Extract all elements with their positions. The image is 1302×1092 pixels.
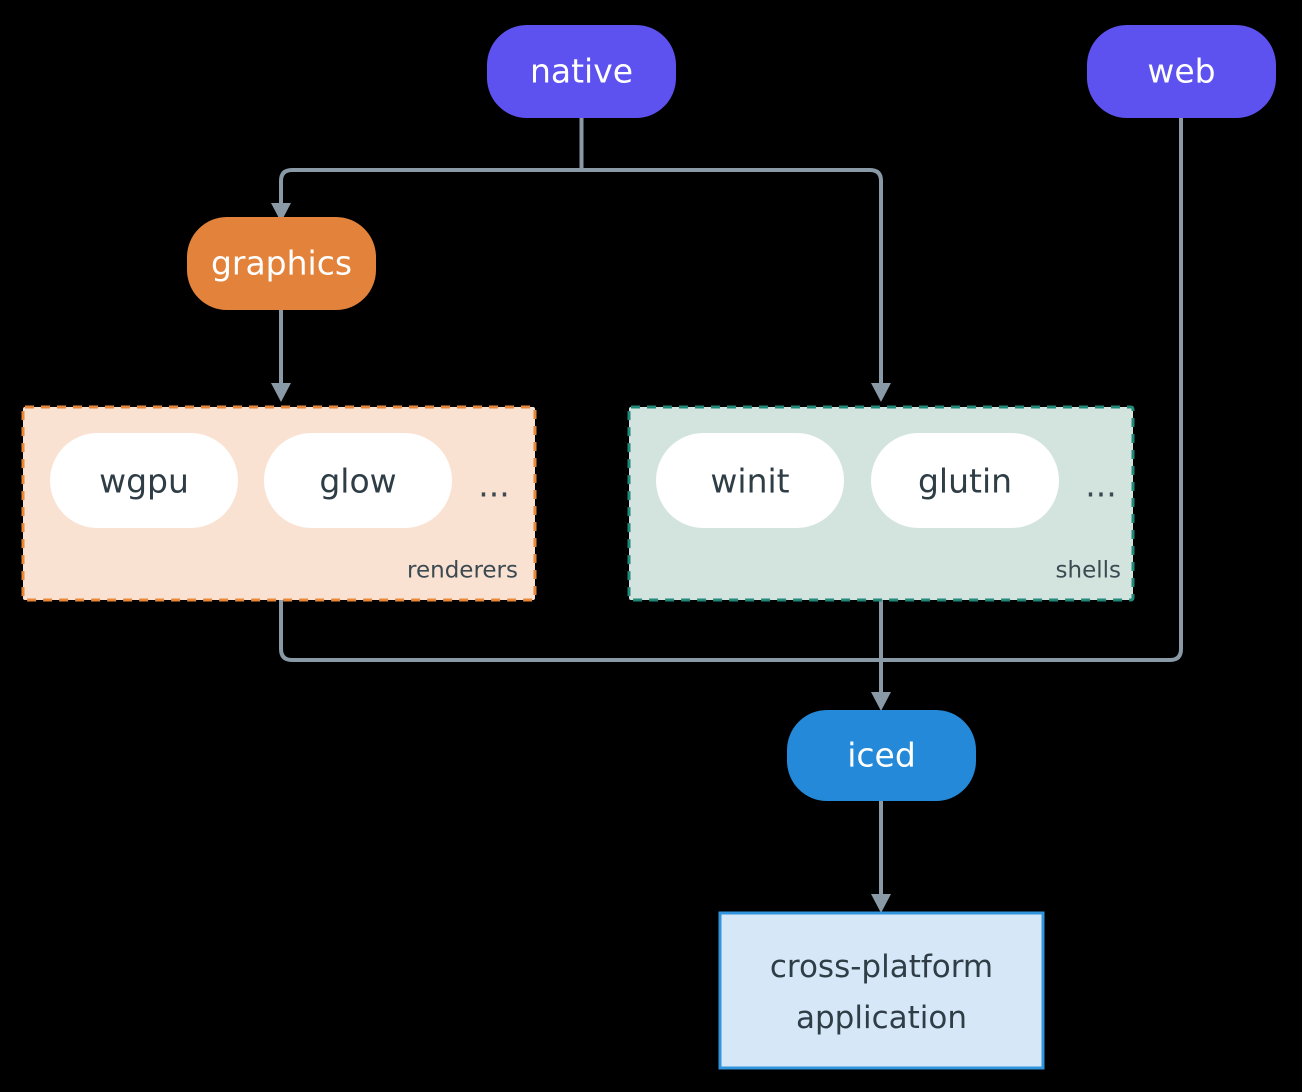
node-web-shape [1087,25,1276,118]
node-web[interactable]: web [1087,25,1276,118]
edge-layer [271,118,1183,913]
node-graphics[interactable]: graphics [187,217,376,310]
node-glutin[interactable]: glutin [871,433,1059,528]
arrowhead-application [871,894,891,913]
node-wgpu-shape [50,433,238,528]
node-glow[interactable]: glow [264,433,452,528]
node-winit-shape [656,433,844,528]
cluster-renderers[interactable]: wgpu glow ... renderers [21,405,537,602]
node-wgpu-label: wgpu [99,462,189,501]
node-web-label: web [1147,52,1215,91]
node-application[interactable]: cross-platform application [718,911,1045,1070]
node-iced-label: iced [847,736,916,775]
node-wgpu[interactable]: wgpu [50,433,238,528]
node-native-label: native [530,52,633,91]
renderers-overflow-ellipsis: ... [478,466,509,505]
edge-native-to-shells [581,168,883,388]
node-native-shape [487,25,676,118]
arrowhead-graphics [271,203,291,222]
node-glutin-label: glutin [918,462,1012,501]
node-glow-label: glow [319,462,396,501]
cluster-renderers-label: renderers [407,558,518,584]
node-glutin-shape [871,433,1059,528]
node-application-label-line1: cross-platform [770,949,993,985]
edge-native-to-graphics [279,168,582,208]
node-winit-label: winit [710,462,789,501]
node-application-shape [718,911,1045,1070]
arrowhead-shells [871,383,891,402]
edge-renderers-to-iced [279,600,881,662]
shells-overflow-ellipsis: ... [1085,466,1116,505]
node-graphics-label: graphics [211,244,352,283]
node-glow-shape [264,433,452,528]
edge-web-to-iced [881,118,1183,662]
node-iced[interactable]: iced [787,710,976,801]
cluster-shells-label: shells [1056,558,1121,584]
node-iced-shape [787,710,976,801]
node-graphics-shape [187,217,376,310]
node-winit[interactable]: winit [656,433,844,528]
arrowhead-iced [871,692,891,711]
node-native[interactable]: native [487,25,676,118]
node-application-label-line2: application [796,1000,967,1036]
arrowhead-renderers [271,383,291,402]
cluster-shells[interactable]: winit glutin ... shells [627,405,1135,602]
